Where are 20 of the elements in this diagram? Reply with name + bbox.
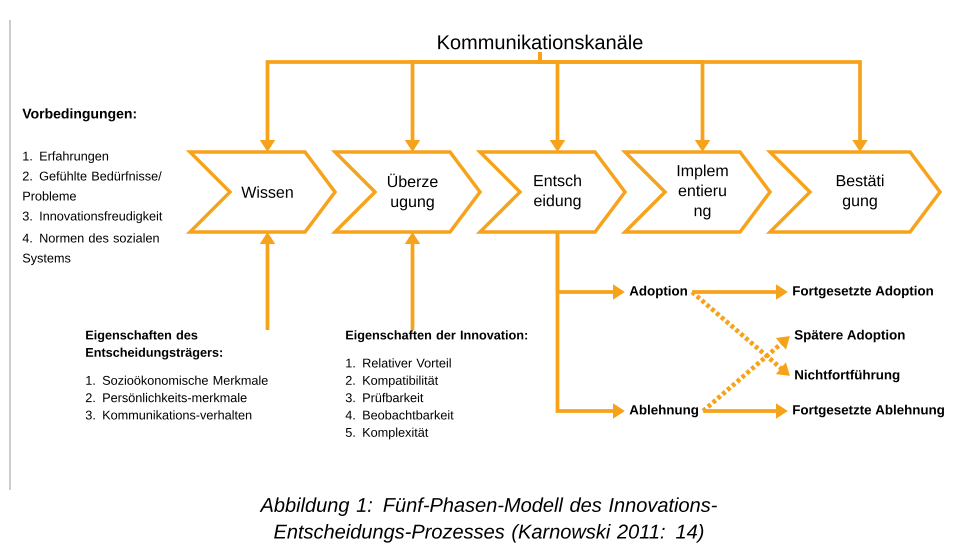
- factor-list: Eigenschaften der Innovation: 1. Relativer Vorteil 2. Kompatibilität 3. Prüfbarkeit 4. Beobachtbarkeit 5. Komplexität: [346, 330, 528, 440]
- heading: Kommunikationskanäle: [438, 34, 642, 50]
- outcome-label: Fortgesetzte Adoption: [793, 286, 933, 298]
- list-item: 1. Erfahrungen: [23, 151, 108, 164]
- list-item: 2. Gefühlte Bedürfnisse/ Probleme: [22, 171, 162, 201]
- list-item: 4. Normen des sozialen Systems: [22, 233, 159, 266]
- outcome-label: Nichtfortführung: [795, 370, 900, 382]
- caption: Abbildung 1: Fünf-Phasen-Modell des Innovations-Entscheidungs-Prozesses (Karnowski 2011: 14): [260, 497, 717, 543]
- factor-list: Eigenschaften des Entscheidungsträgers: 1. Sozioökonomische Merkmale 2. Persönlichkeits-merkmale 3. Kommunikations-verhalten: [86, 330, 268, 420]
- chevron-box: Wissen: [186, 150, 338, 234]
- list-heading: Vorbedingungen:: [22, 108, 136, 122]
- chevron-box: Überze ugung: [330, 150, 482, 234]
- chevron-box: Bestäti gung: [766, 150, 942, 234]
- chevron-box: Implem entieru ng: [620, 150, 772, 234]
- outcome-label: Fortgesetzte Ablehnung: [793, 404, 944, 418]
- outcome-label: Spätere Adoption: [794, 330, 905, 342]
- outcome-label: Adoption: [630, 286, 687, 298]
- chevron-box: Entsch eidung: [476, 150, 628, 234]
- list-item: 3. Innovationsfreudigkeit: [22, 211, 162, 224]
- outcome-label: Ablehnung: [630, 404, 698, 418]
